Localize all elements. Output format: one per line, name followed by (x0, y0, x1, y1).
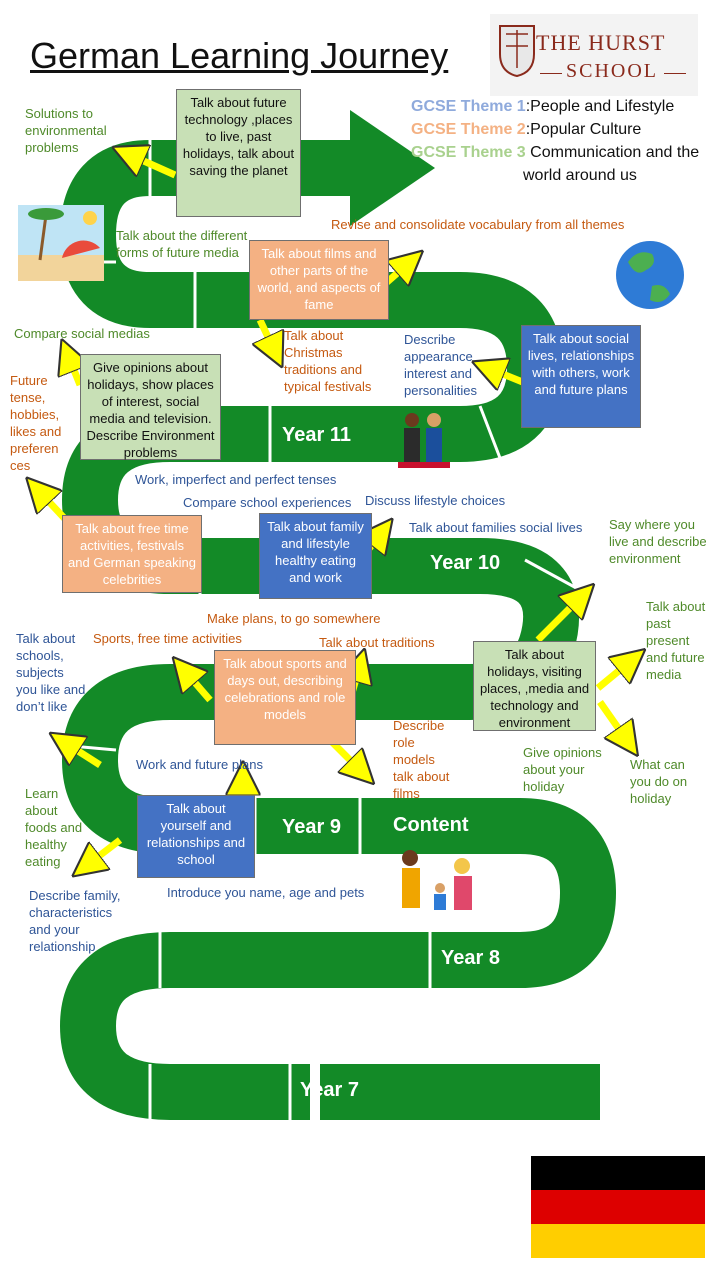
logo-rule-right (664, 73, 686, 74)
earth-icon (616, 241, 684, 309)
logo-line2: SCHOOL (566, 60, 659, 82)
label-introduce: Introduce you name, age and pets (167, 885, 365, 900)
couple-illustration (398, 413, 450, 468)
theme-3: GCSE Theme 3 Communication and the (411, 144, 700, 161)
label-christmas: Talk about Christmas traditions and typi… (284, 328, 372, 394)
logo-line1: THE HURST (536, 30, 666, 55)
flag-stripe-red (531, 1190, 705, 1224)
label-schools: Talk about schools, subjects you like an… (16, 631, 86, 714)
content-label: Content (393, 814, 469, 836)
label-work-future: Work and future plans (136, 757, 263, 772)
label-say-where: Say where you live and describe environm… (609, 517, 707, 566)
box-free-time: Talk about free time activities, festiva… (62, 515, 202, 593)
label-what-can-do: What can you do on holiday (630, 757, 688, 806)
label-families-social: Talk about families social lives (409, 520, 583, 535)
box-social-lives: Talk about social lives, relationships w… (521, 325, 641, 428)
flag-stripe-black (531, 1156, 705, 1190)
school-logo (490, 14, 698, 96)
label-role-models: Describe role models talk about films (393, 718, 450, 801)
logo-rule-left (540, 73, 562, 74)
label-traditions: Talk about traditions (319, 635, 435, 650)
theme-1: GCSE Theme 1:People and Lifestyle (411, 98, 675, 115)
flag-stripe-gold (531, 1224, 705, 1258)
label-compare-school: Compare school experiences (183, 495, 352, 510)
year-10-label: Year 10 (430, 552, 501, 574)
theme-2: GCSE Theme 2:Popular Culture (411, 121, 642, 138)
year-7-label: Year 7 (300, 1079, 359, 1101)
label-describe-family: Describe family, characteristics and you… (29, 888, 121, 954)
road-arrowhead (350, 110, 435, 226)
label-tenses: Work, imperfect and perfect tenses (135, 472, 337, 487)
theme-3-continued: world around us (523, 167, 637, 184)
label-future-media: Talk about the different forms of future… (116, 228, 248, 260)
family-illustration (402, 850, 472, 910)
label-compare-social: Compare social medias (14, 326, 150, 341)
year-9-label: Year 9 (282, 816, 341, 838)
school-crest-icon (499, 25, 535, 78)
box-yourself: Talk about yourself and relationships an… (137, 795, 255, 878)
label-lifestyle-choices: Discuss lifestyle choices (365, 493, 506, 508)
label-solutions: Solutions to environmental problems (25, 106, 107, 155)
year-11-label: Year 11 (282, 424, 351, 446)
label-make-plans: Make plans, to go somewhere (207, 611, 381, 626)
year-8-label: Year 8 (441, 947, 500, 969)
label-foods: Learn about foods and healthy eating (25, 786, 83, 869)
beach-illustration (18, 205, 104, 281)
label-appearance: Describe appearance interest and persona… (404, 332, 477, 398)
label-future-tense: Future tense, hobbies, likes and prefere… (10, 373, 62, 473)
box-sports-days: Talk about sports and days out, describi… (214, 650, 356, 745)
label-past-present: Talk about past present and future media (646, 599, 706, 682)
label-revise: Revise and consolidate vocabulary from a… (331, 217, 625, 232)
box-films-fame: Talk about films and other parts of the … (249, 240, 389, 320)
german-flag-icon (531, 1156, 705, 1258)
box-opinions-holidays: Give opinions about holidays, show place… (80, 354, 221, 460)
label-opinions-holiday: Give opinions about your holiday (523, 745, 602, 794)
label-sports-free: Sports, free time activities (93, 631, 242, 646)
box-family-lifestyle: Talk about family and lifestyle healthy … (259, 513, 372, 599)
box-future-technology: Talk about future technology ,places to … (176, 89, 301, 217)
page-title: German Learning Journey (30, 35, 449, 76)
box-holidays-media: Talk about holidays, visiting places, ,m… (473, 641, 596, 731)
